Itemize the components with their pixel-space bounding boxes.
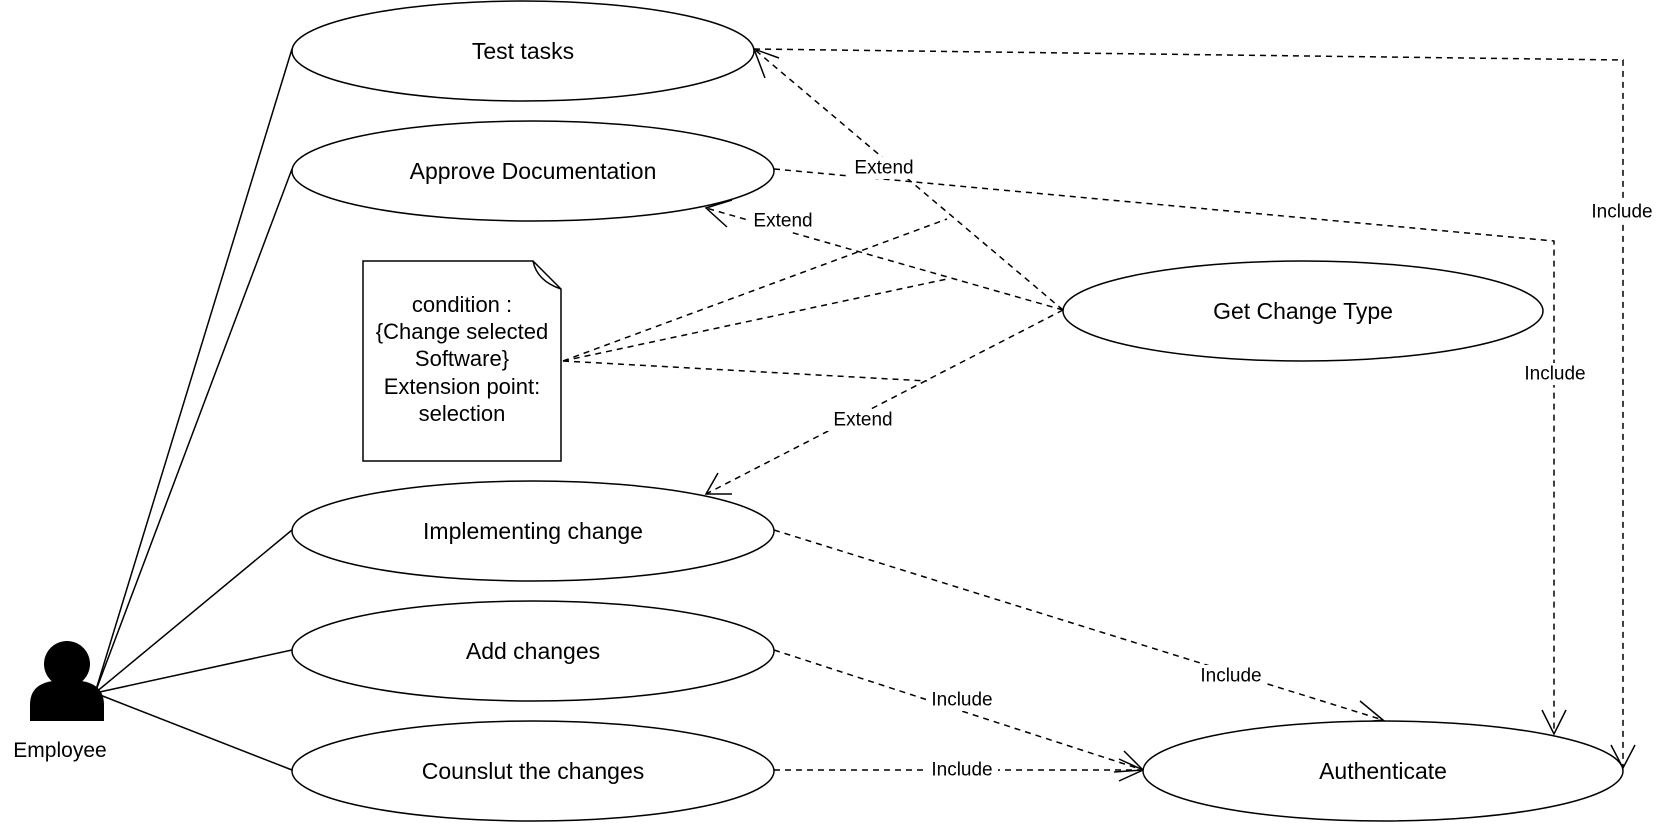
note-line-4: Extension point: [384, 374, 541, 399]
use-case-authenticate-label: Authenticate [1319, 758, 1447, 784]
include-edge-implementing-change [773, 529, 1384, 721]
include-arrowhead-add-changes [1113, 750, 1145, 773]
use-case-implementing-change[interactable]: Implementing change [291, 480, 775, 582]
note-line-1: condition : [412, 292, 512, 317]
use-case-test-tasks-shape [291, 0, 755, 102]
extend-label-test-tasks: Extend [854, 158, 913, 179]
note-anchor-1 [562, 218, 948, 362]
include-edge-add-changes [773, 649, 1144, 771]
note-line-5: selection [419, 401, 506, 426]
association-test-tasks [94, 48, 293, 694]
use-case-implementing-change-label: Implementing change [423, 518, 643, 544]
person-icon [30, 641, 104, 721]
actor-employee[interactable]: Employee [13, 641, 107, 762]
include-edge-approve-documentation [773, 168, 1555, 734]
edge-labels: Extend Extend Extend Include Include Inc… [747, 157, 1657, 781]
association-implementing-change [94, 529, 293, 694]
include-label-add-changes: Include [931, 690, 992, 711]
use-case-authenticate[interactable]: Authenticate [1142, 720, 1624, 822]
actor-name: Employee [13, 739, 106, 762]
use-case-authenticate-shape [1142, 720, 1624, 822]
extend-arrowhead-test-tasks [752, 47, 780, 79]
note-fold [532, 260, 562, 290]
actor-associations [94, 48, 293, 771]
use-case-add-changes-shape [291, 600, 775, 702]
use-case-implementing-change-shape [291, 480, 775, 582]
extend-label-implementing-change: Extend [833, 410, 892, 431]
use-case-approve-documentation-label: Approve Documentation [410, 158, 657, 184]
extend-arrowhead-implementing-change [704, 472, 732, 495]
association-consult-changes [94, 692, 293, 771]
use-case-approve-documentation[interactable]: Approve Documentation [291, 120, 775, 222]
use-case-consult-changes[interactable]: Counslut the changes [291, 720, 775, 822]
include-edge-test-tasks [753, 48, 1624, 768]
note-line-2: {Change selected [376, 319, 548, 344]
note-line-3: Software} [415, 346, 509, 371]
note-shape [362, 260, 562, 462]
include-arrowhead-implementing-change [1353, 700, 1385, 724]
use-case-get-change-type[interactable]: Get Change Type [1062, 260, 1544, 362]
extend-label-approve-documentation: Extend [753, 211, 812, 232]
association-add-changes [94, 649, 293, 694]
include-label-consult-changes: Include [931, 760, 992, 781]
use-case-get-change-type-shape [1062, 260, 1544, 362]
use-case-get-change-type-label: Get Change Type [1213, 298, 1393, 324]
extend-edge-implementing-change [705, 309, 1064, 495]
extend-edge-test-tasks [753, 48, 1064, 311]
use-case-consult-changes-shape [291, 720, 775, 822]
note-anchor-3 [562, 360, 928, 382]
use-case-approve-documentation-shape [291, 120, 775, 222]
include-label-approve-documentation: Include [1524, 364, 1585, 385]
use-case-add-changes[interactable]: Add changes [291, 600, 775, 702]
association-approve-documentation [94, 168, 293, 694]
extend-arrowhead-approve-documentation [704, 199, 733, 228]
include-label-test-tasks: Include [1591, 202, 1652, 223]
use-case-add-changes-label: Add changes [466, 638, 600, 664]
use-case-consult-changes-label: Counslut the changes [422, 758, 645, 784]
use-case-test-tasks-label: Test tasks [472, 38, 574, 64]
include-label-implementing-change: Include [1200, 666, 1261, 687]
note-anchor-2 [562, 278, 948, 362]
condition-note[interactable]: condition : {Change selected Software} E… [362, 260, 562, 462]
include-arrowhead-approve-documentation [1541, 709, 1567, 736]
use-case-test-tasks[interactable]: Test tasks [291, 0, 755, 102]
